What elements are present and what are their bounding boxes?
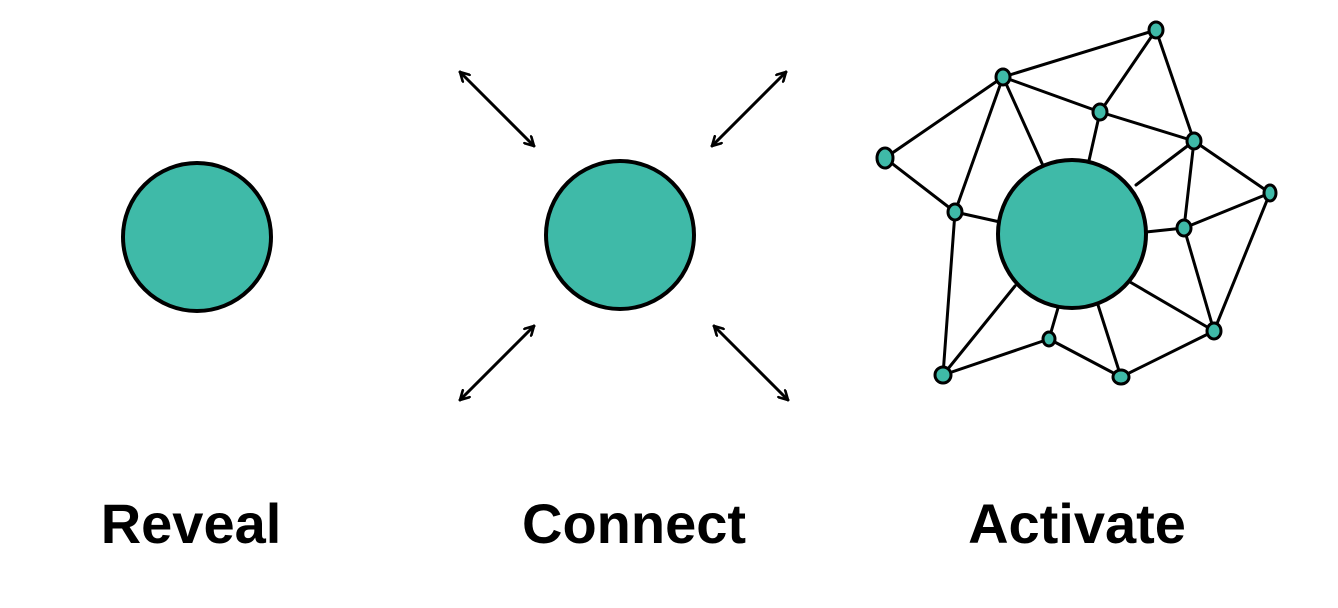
network-node (1111, 368, 1131, 386)
network-node (933, 365, 953, 385)
activate-panel (875, 20, 1278, 386)
arrow-top-right-icon (710, 70, 788, 148)
network-node (946, 202, 964, 222)
network-node (994, 67, 1012, 87)
connect-circle-icon (544, 159, 696, 311)
reveal-circle-icon (121, 161, 273, 313)
network-node (1185, 131, 1203, 151)
network-node (1175, 218, 1193, 238)
arrow-top-left-icon (458, 70, 536, 148)
arrow-bottom-left-icon (458, 324, 536, 402)
network-node (1041, 330, 1057, 348)
activate-center-circle-icon (996, 158, 1148, 310)
arrow-bottom-right-icon (712, 324, 790, 402)
activate-label: Activate (968, 492, 1186, 555)
connect-label: Connect (522, 492, 746, 555)
network-node (1091, 102, 1109, 122)
reveal-label: Reveal (100, 492, 282, 555)
network-edges (883, 28, 1272, 379)
network-node (1147, 20, 1165, 40)
network-node (1262, 183, 1278, 203)
network-node (1205, 321, 1223, 341)
reveal-panel (121, 161, 273, 313)
network-nodes (875, 20, 1278, 386)
connect-panel (458, 70, 790, 402)
network-node (875, 146, 895, 170)
